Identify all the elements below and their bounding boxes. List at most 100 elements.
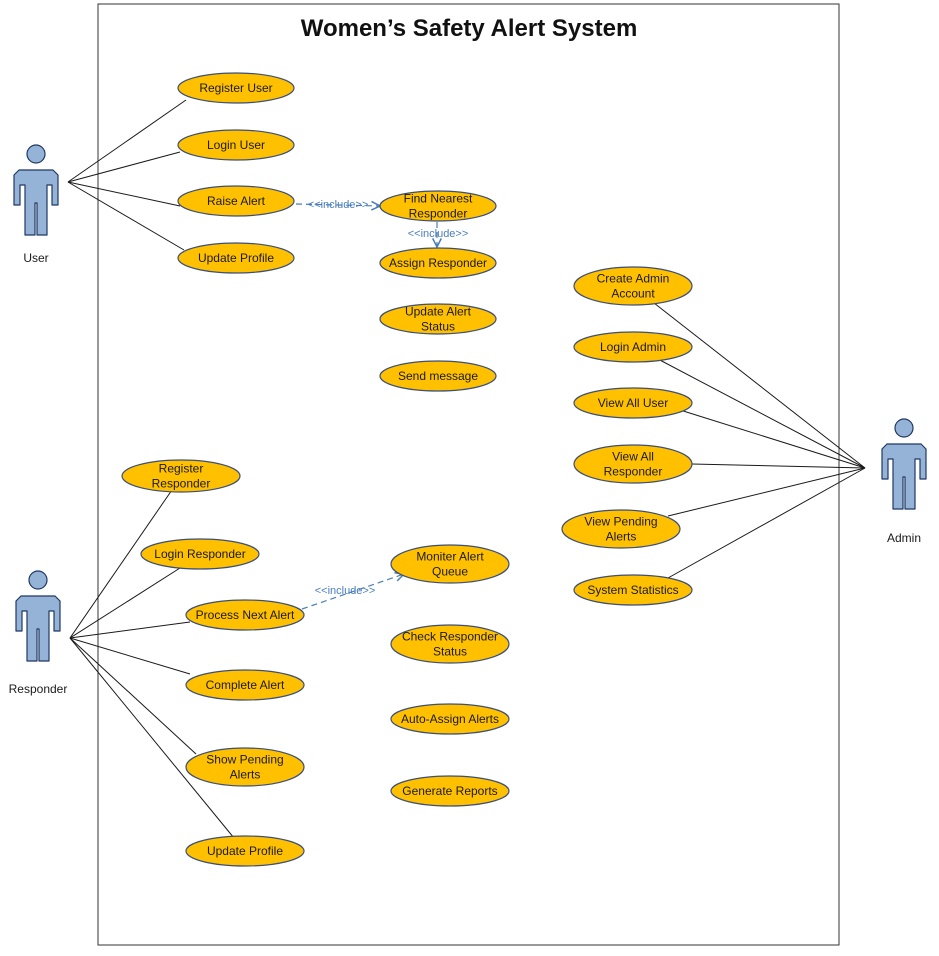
use-case-complete-alert[interactable]: Complete Alert bbox=[185, 669, 305, 701]
actor-responder[interactable]: Responder bbox=[9, 570, 68, 696]
use-case-ellipse bbox=[185, 669, 305, 701]
use-case-generate-reports[interactable]: Generate Reports bbox=[390, 775, 510, 807]
use-case-label: Login User bbox=[207, 138, 265, 152]
actor-head-icon bbox=[894, 418, 914, 438]
association-admin-view-all-responder bbox=[691, 463, 866, 469]
use-case-update-profile-user[interactable]: Update Profile bbox=[177, 242, 295, 274]
use-case-ellipse bbox=[121, 459, 241, 493]
use-case-label: Send message bbox=[398, 369, 478, 383]
use-case-login-admin[interactable]: Login Admin bbox=[573, 331, 693, 363]
use-case-label: Alerts bbox=[230, 768, 261, 782]
association-admin-view-pending-alerts bbox=[667, 467, 866, 517]
use-case-ellipse bbox=[379, 303, 497, 335]
use-case-ellipse bbox=[177, 242, 295, 274]
use-case-ellipse bbox=[185, 747, 305, 787]
actor-label: Admin bbox=[887, 531, 921, 545]
use-case-ellipse bbox=[573, 266, 693, 306]
use-case-ellipse bbox=[177, 72, 295, 104]
use-case-label: Complete Alert bbox=[206, 678, 285, 692]
use-case-ellipse bbox=[573, 444, 693, 484]
use-case-label: Responder bbox=[409, 207, 468, 221]
use-case-login-responder[interactable]: Login Responder bbox=[140, 538, 260, 570]
association-responder-login-responder bbox=[69, 567, 181, 639]
use-case-label: Responder bbox=[152, 477, 211, 491]
use-case-label: Status bbox=[421, 320, 455, 334]
use-case-process-next-alert[interactable]: Process Next Alert bbox=[185, 599, 305, 631]
actor-body-icon bbox=[13, 169, 59, 236]
use-case-label: Raise Alert bbox=[207, 194, 266, 208]
use-case-ellipse bbox=[573, 574, 693, 606]
use-case-ellipse bbox=[379, 360, 497, 392]
actor-user[interactable]: User bbox=[13, 144, 59, 265]
use-case-ellipse bbox=[177, 185, 295, 217]
use-case-ellipse bbox=[573, 331, 693, 363]
include-label: <<include>> bbox=[315, 585, 376, 597]
use-case-register-user[interactable]: Register User bbox=[177, 72, 295, 104]
use-case-ellipse bbox=[177, 129, 295, 161]
actor-label: Responder bbox=[9, 682, 68, 696]
diagram-title: Women’s Safety Alert System bbox=[301, 15, 638, 42]
use-case-label: System Statistics bbox=[587, 583, 678, 597]
include-arrow-process-next-alert-moniter-alert-queue bbox=[301, 574, 404, 610]
use-case-label: View Pending bbox=[584, 515, 657, 529]
use-case-label: Register User bbox=[199, 81, 272, 95]
use-case-label: Check Responder bbox=[402, 630, 498, 644]
use-case-ellipse bbox=[390, 544, 510, 584]
use-case-label: Show Pending bbox=[206, 753, 283, 767]
use-case-label: Account bbox=[611, 287, 655, 301]
association-admin-login-admin bbox=[655, 357, 866, 469]
use-case-ellipse bbox=[390, 624, 510, 664]
use-case-ellipse bbox=[140, 538, 260, 570]
use-case-update-profile-responder[interactable]: Update Profile bbox=[185, 835, 305, 867]
include-label: <<include>> bbox=[408, 228, 469, 240]
use-case-view-all-user[interactable]: View All User bbox=[573, 387, 693, 419]
use-case-send-message[interactable]: Send message bbox=[379, 360, 497, 392]
association-user-raise-alert bbox=[67, 181, 181, 207]
use-case-label: Alerts bbox=[606, 530, 637, 544]
use-case-label: Queue bbox=[432, 565, 468, 579]
association-user-register-user bbox=[67, 99, 187, 183]
association-admin-create-admin-account bbox=[653, 302, 866, 469]
use-case-ellipse bbox=[573, 387, 693, 419]
use-case-label: Find Nearest bbox=[404, 192, 473, 206]
use-case-label: Create Admin bbox=[597, 272, 670, 286]
association-user-login-user bbox=[67, 151, 181, 183]
actor-body-icon bbox=[15, 595, 61, 662]
use-case-label: Register bbox=[159, 462, 204, 476]
association-responder-complete-alert bbox=[69, 637, 191, 675]
actor-head-icon bbox=[26, 144, 46, 164]
use-case-label: View All bbox=[612, 450, 654, 464]
association-responder-process-next-alert bbox=[69, 621, 191, 639]
actor-admin[interactable]: Admin bbox=[881, 418, 927, 545]
use-case-label: Login Responder bbox=[154, 547, 245, 561]
use-case-raise-alert[interactable]: Raise Alert bbox=[177, 185, 295, 217]
use-case-label: Update Profile bbox=[207, 844, 283, 858]
use-case-ellipse bbox=[561, 509, 681, 549]
association-responder-update-profile-responder bbox=[69, 637, 235, 839]
use-case-label: Moniter Alert bbox=[416, 550, 484, 564]
connectors: <<include>><<include>><<include>> bbox=[67, 99, 866, 839]
actor-body-icon bbox=[881, 443, 927, 510]
association-responder-register-responder bbox=[69, 486, 175, 639]
use-case-ellipse bbox=[390, 775, 510, 807]
actor-head-icon bbox=[28, 570, 48, 590]
use-case-assign-responder[interactable]: Assign Responder bbox=[379, 247, 497, 279]
use-case-system-statistics[interactable]: System Statistics bbox=[573, 574, 693, 606]
use-case-label: Login Admin bbox=[600, 340, 666, 354]
association-responder-show-pending-alerts bbox=[69, 637, 197, 755]
use-case-auto-assign-alerts[interactable]: Auto-Assign Alerts bbox=[390, 703, 510, 735]
use-case-login-user[interactable]: Login User bbox=[177, 129, 295, 161]
